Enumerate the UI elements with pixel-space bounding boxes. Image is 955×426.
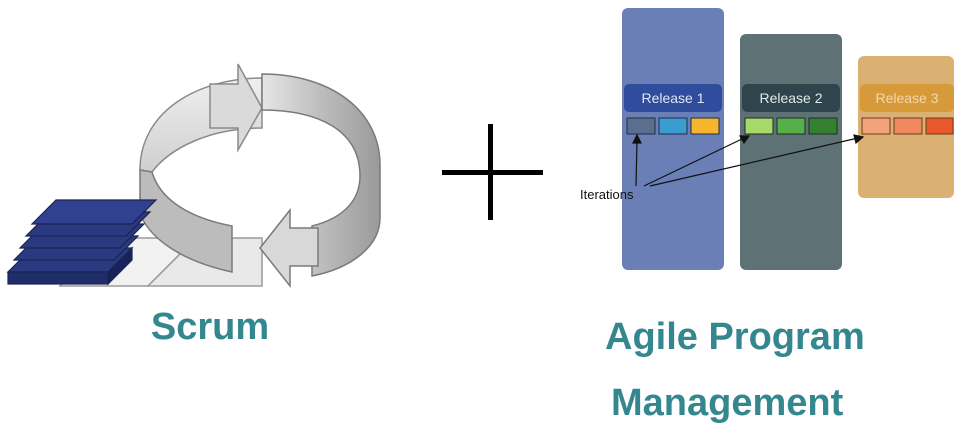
iterations-pointers — [632, 133, 865, 187]
release-column-1: Release 1 — [622, 8, 724, 270]
scrum-cycle — [6, 63, 381, 289]
release-label-2: Release 2 — [759, 90, 822, 106]
stacked-backlog-icon — [6, 199, 158, 286]
iteration-box — [658, 117, 688, 135]
iteration-box — [808, 117, 838, 135]
agile-program-caption: Agile Program — [605, 316, 865, 358]
release-column-2: Release 2 — [740, 34, 842, 270]
iteration-box — [776, 117, 806, 135]
iteration-box — [744, 117, 774, 135]
iteration-box — [690, 117, 720, 135]
release-label-1: Release 1 — [641, 90, 704, 106]
iteration-box — [626, 117, 656, 135]
iteration-box — [861, 117, 891, 135]
management-caption: Management — [611, 382, 844, 424]
release-label-3: Release 3 — [875, 90, 938, 106]
plus-icon — [442, 124, 543, 220]
circular-arrows-icon — [139, 63, 381, 289]
release-column-3: Release 3 — [858, 56, 954, 198]
iteration-box — [893, 117, 923, 135]
iteration-box — [925, 117, 954, 135]
iterations-label: Iterations — [580, 187, 634, 202]
scrum-caption: Scrum — [150, 306, 270, 348]
